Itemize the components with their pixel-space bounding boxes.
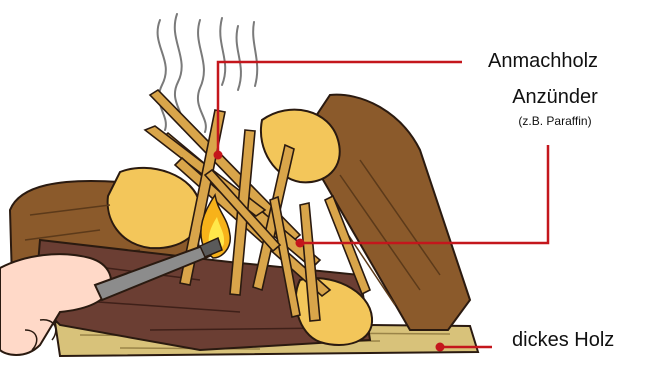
label-kindling: Anmachholz xyxy=(488,50,598,73)
callout-dot-fire-starter xyxy=(296,239,305,248)
label-fire-starter-note: (z.B. Paraffin) xyxy=(495,114,615,128)
callout-dot-thick-wood xyxy=(436,343,445,352)
callout-dot-kindling xyxy=(214,151,223,160)
label-thick-wood: dickes Holz xyxy=(512,329,614,352)
label-fire-starter: Anzünder xyxy=(495,86,615,109)
